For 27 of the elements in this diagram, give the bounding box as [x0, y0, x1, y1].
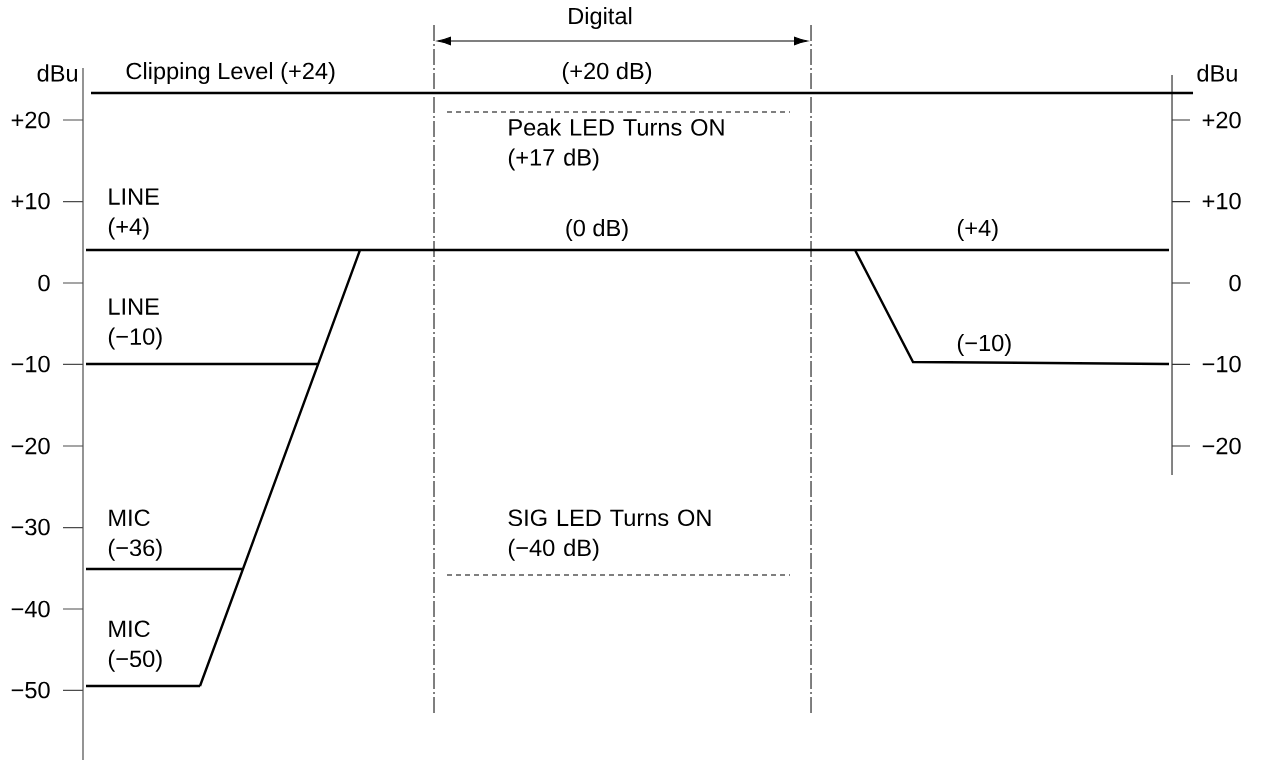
- tick-label: −30: [11, 518, 50, 536]
- level-label: LINE (+4): [108, 188, 159, 240]
- tick-label: −10: [1202, 355, 1241, 373]
- level-label: MIC (−36): [108, 509, 162, 561]
- tick-label: +20: [1202, 111, 1241, 129]
- range-label: Digital: [569, 7, 632, 29]
- level-label: (−10): [957, 334, 1011, 356]
- axis-unit: dBu: [1197, 64, 1237, 82]
- level-label: (+20 dB): [562, 62, 652, 84]
- indicator-label: Peak LED Turns ON (+17 dB): [508, 118, 724, 171]
- indicator-label: SIG LED Turns ON (−40 dB): [508, 509, 711, 561]
- tick-label: 0: [38, 274, 50, 292]
- tick-label: 0: [1229, 274, 1241, 292]
- axis-unit: dBu: [37, 64, 77, 82]
- tick-label: −10: [11, 355, 50, 373]
- tick-label: −20: [11, 437, 50, 455]
- tick-label: +10: [1202, 192, 1241, 210]
- tick-label: −40: [11, 600, 50, 618]
- tick-label: −20: [1202, 437, 1241, 455]
- level-label: Clipping Level (+24): [126, 62, 335, 84]
- tick-label: +20: [11, 111, 50, 129]
- tick-label: −50: [11, 681, 50, 699]
- tick-label: +10: [11, 192, 50, 210]
- level-label: (0 dB): [566, 219, 628, 241]
- level-label: LINE (−10): [108, 298, 162, 350]
- level-label: (+4): [957, 219, 998, 241]
- level-label: MIC (−50): [108, 620, 162, 672]
